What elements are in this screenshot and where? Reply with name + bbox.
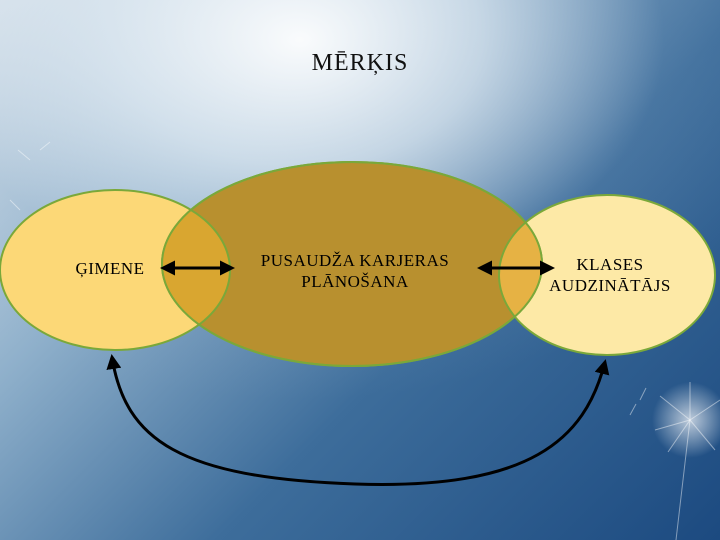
student-label-line-2: PLĀNOŠANA [301,272,409,291]
family-label: ĢIMENE [50,258,170,279]
teacher-label: KLASES AUDZINĀTĀJS [525,254,695,296]
diagram-title: MĒRĶIS [311,50,409,76]
student-label: PUSAUDŽA KARJERAS PLĀNOŠANA [220,250,490,292]
teacher-label-line-2: AUDZINĀTĀJS [549,276,671,295]
dandelion-decoration [629,382,720,540]
arrow-family-teacher [106,354,610,486]
teacher-label-line-1: KLASES [576,255,644,274]
student-label-line-1: PUSAUDŽA KARJERAS [260,251,450,270]
seed-decoration [9,141,51,211]
family-label-text: ĢIMENE [75,259,145,278]
